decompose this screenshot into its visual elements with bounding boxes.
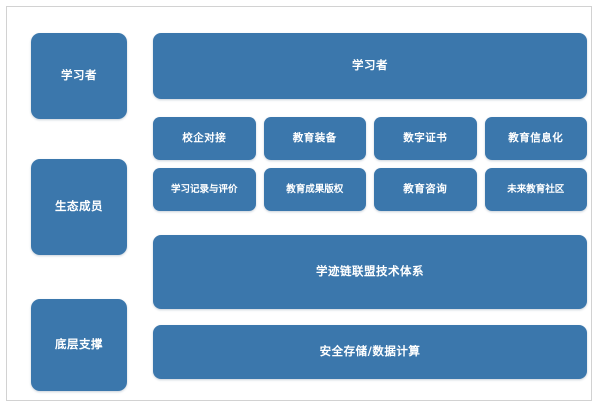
secure-storage-bar-label: 安全存储/数据计算 [319, 344, 421, 359]
stage-box-foundation-support[interactable]: 底层支撑 [31, 299, 127, 391]
member-node-school-enterprise[interactable]: 校企对接 [153, 117, 256, 160]
member-node-digital-certificate[interactable]: 数字证书 [374, 117, 477, 160]
stage-box-learner[interactable]: 学习者 [31, 33, 127, 119]
learner-bar-label: 学习者 [352, 58, 388, 73]
secure-storage-bar[interactable]: 安全存储/数据计算 [153, 325, 587, 379]
member-node-learning-record-evaluation[interactable]: 学习记录与评价 [153, 168, 256, 211]
learner-bar[interactable]: 学习者 [153, 33, 587, 99]
member-node-education-consulting[interactable]: 教育咨询 [374, 168, 477, 211]
member-node-label: 教育信息化 [508, 132, 564, 145]
member-node-label: 数字证书 [403, 132, 448, 145]
member-node-label: 校企对接 [182, 132, 227, 145]
member-grid: 校企对接 教育装备 数字证书 教育信息化 学习记录与评价 教育成果版权 教育咨询… [153, 117, 587, 211]
stage-box-ecosystem-members[interactable]: 生态成员 [31, 159, 127, 255]
tech-system-bar[interactable]: 学迹链联盟技术体系 [153, 235, 587, 309]
member-node-label: 教育成果版权 [286, 183, 344, 195]
member-node-education-informatization[interactable]: 教育信息化 [484, 117, 587, 160]
member-node-future-education-community[interactable]: 未来教育社区 [484, 168, 587, 211]
member-node-label: 教育装备 [292, 132, 337, 145]
stage-label: 底层支撑 [55, 337, 103, 352]
member-node-label: 学习记录与评价 [170, 183, 238, 195]
member-node-label: 未来教育社区 [507, 183, 565, 195]
diagram-frame: 学习者 生态成员 底层支撑 学习者 校企对接 教育装备 数字证书 教育信息化 学… [6, 6, 592, 401]
stage-label: 生态成员 [55, 199, 103, 214]
member-node-label: 教育咨询 [403, 183, 448, 196]
stage-label: 学习者 [61, 68, 97, 83]
tech-system-bar-label: 学迹链联盟技术体系 [316, 264, 424, 279]
member-node-education-equipment[interactable]: 教育装备 [263, 117, 366, 160]
member-node-education-achievement-copyright[interactable]: 教育成果版权 [263, 168, 366, 211]
